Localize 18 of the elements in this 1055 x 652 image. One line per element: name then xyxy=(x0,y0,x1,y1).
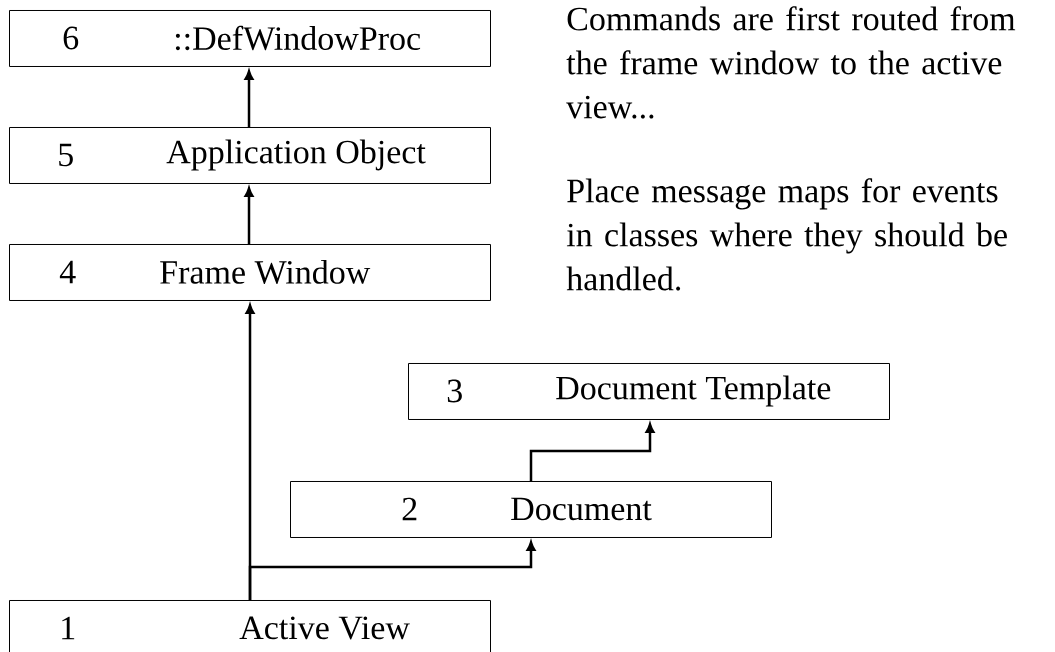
box-label: Active View xyxy=(239,616,410,640)
box-label: Document xyxy=(511,497,652,521)
box-label: ::DefWindowProc xyxy=(175,25,421,51)
step-number: 6 xyxy=(63,26,79,50)
step-number: 1 xyxy=(62,616,75,640)
arrow xyxy=(244,70,254,127)
box-label: Application Object xyxy=(166,139,426,171)
arrow xyxy=(248,541,536,600)
note-text: Place message maps for events in classes where they should be handled. xyxy=(566,178,1007,291)
step-number: 5 xyxy=(59,143,73,167)
step-number: 2 xyxy=(402,497,417,521)
arrow xyxy=(244,187,254,244)
note-text: Commands are first routed from the frame window to the active view... xyxy=(566,6,1016,119)
arrow xyxy=(529,423,655,481)
step-number: 4 xyxy=(59,260,76,284)
box-label: Frame Window xyxy=(160,259,371,285)
step-number: 3 xyxy=(447,379,462,403)
box-label: Document Template xyxy=(556,375,831,407)
